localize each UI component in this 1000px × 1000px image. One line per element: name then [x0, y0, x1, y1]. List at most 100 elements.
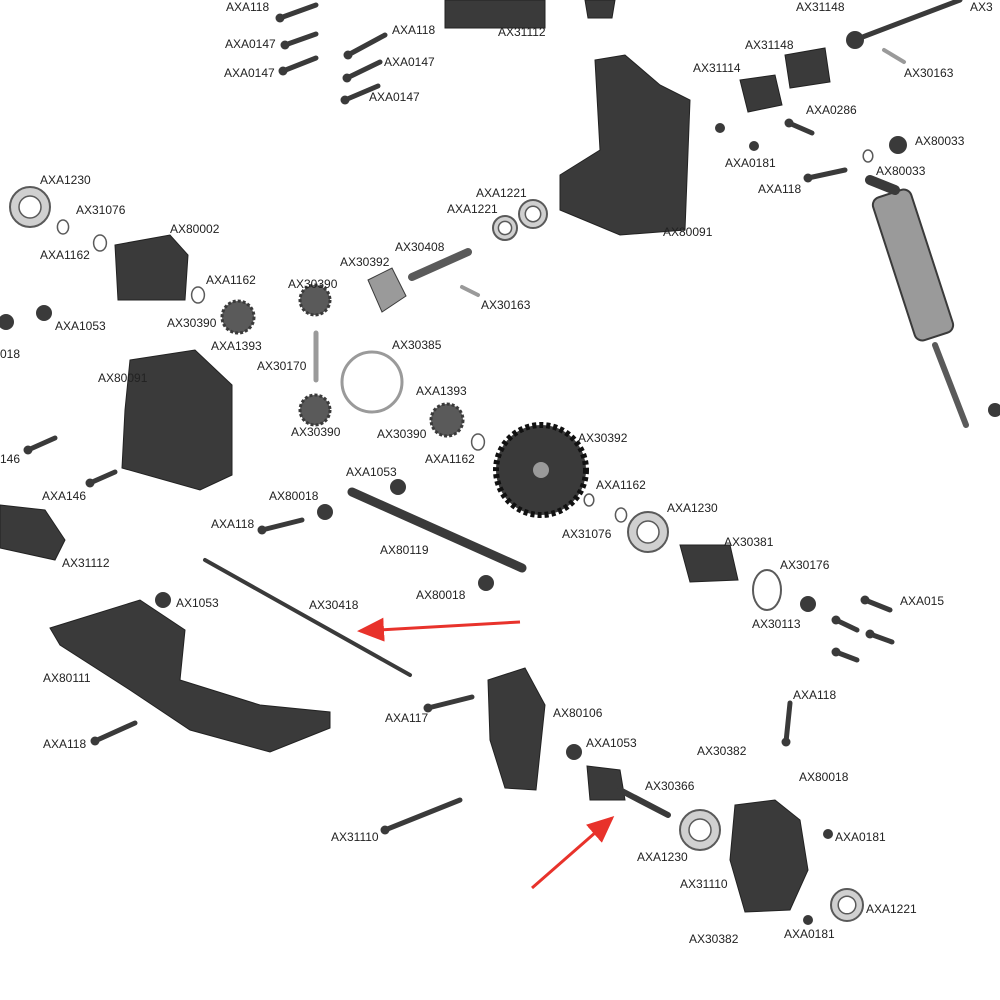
screw-head: [280, 40, 290, 50]
bevel-gear: [298, 283, 332, 317]
gearbox-housing-upper: [559, 54, 691, 236]
screw: [344, 59, 383, 81]
nut: [800, 596, 816, 612]
part-label: AX30381: [724, 535, 774, 549]
part-label: AXA1053: [346, 465, 397, 479]
pointer-arrow: [357, 617, 521, 642]
screw: [805, 167, 848, 181]
screw: [425, 694, 475, 711]
dogbone-driveshaft: [203, 558, 412, 677]
part-label: AXA1393: [416, 384, 467, 398]
part-label: AX30382: [689, 932, 739, 946]
part-label: AX30392: [578, 431, 628, 445]
pinion-gear: [367, 267, 407, 313]
part-label: AX30390: [291, 425, 341, 439]
screw-head: [23, 445, 33, 455]
part-label: AXA1053: [55, 319, 106, 333]
nut: [478, 575, 494, 591]
washer: [614, 507, 628, 523]
part-label: AX80018: [416, 588, 466, 602]
screw: [382, 797, 463, 833]
nut: [566, 744, 582, 760]
part-label: AXA1162: [596, 478, 646, 492]
part-label: AXA1221: [447, 202, 498, 216]
gasket: [340, 350, 404, 414]
part-label: AXA1162: [40, 248, 90, 262]
nut: [823, 829, 833, 839]
nut: [317, 504, 333, 520]
shock-body: [871, 188, 955, 342]
shock-shaft: [932, 342, 969, 428]
washer: [56, 219, 70, 235]
diff-cover: [114, 234, 189, 301]
bevel-gear: [220, 299, 256, 335]
washer: [470, 433, 486, 451]
part-label: AXA0147: [369, 90, 420, 104]
washer: [190, 286, 206, 304]
part-label: AX30113: [752, 617, 801, 631]
screw: [25, 435, 58, 453]
part-label: AX30408: [395, 240, 445, 254]
pin: [882, 48, 906, 64]
part-label: AX1053: [176, 596, 219, 610]
part-label: AX80033: [876, 164, 926, 178]
bearing-bore: [636, 520, 660, 544]
part-label: AX80033: [915, 134, 965, 148]
screw-head: [860, 595, 870, 605]
part-label: AX80018: [799, 770, 849, 784]
screw: [277, 2, 319, 21]
part-label: AXA0181: [835, 830, 886, 844]
part-label: AXA118: [793, 688, 837, 702]
part-label: AXA1393: [211, 339, 262, 353]
washer: [583, 493, 595, 507]
part-label: AX31110: [331, 830, 379, 844]
part-label: AX31148: [796, 0, 845, 14]
outdrive: [679, 544, 739, 583]
part-label: AX31112: [498, 25, 546, 39]
part-label: AXA015: [900, 594, 945, 608]
screw-head: [380, 825, 390, 835]
nut: [0, 314, 14, 330]
screw-head: [340, 95, 350, 105]
axle-shaft: [617, 787, 671, 818]
screw-head: [781, 737, 791, 747]
nut: [988, 403, 1000, 417]
knuckle-carrier: [487, 667, 546, 791]
part-label: AXA118: [226, 0, 270, 14]
part-label: AX3: [970, 0, 993, 14]
oring: [752, 569, 782, 611]
part-top: [584, 0, 616, 19]
part-label: AX80111: [43, 671, 91, 685]
screw: [345, 32, 388, 58]
pointer-arrow: [531, 816, 615, 890]
part-shapes: [0, 0, 1000, 925]
washer: [862, 149, 874, 163]
screw: [783, 700, 793, 745]
nut: [803, 915, 813, 925]
part-label: AX30418: [309, 598, 359, 612]
part-label: AX30170: [257, 359, 307, 373]
part-label: AX31076: [562, 527, 612, 541]
bevel-gear: [429, 402, 465, 438]
center-driveshaft: [857, 0, 963, 41]
part-label: AXA118: [758, 182, 802, 196]
part-label: AXA1162: [206, 273, 256, 287]
screw: [280, 55, 319, 74]
part-label: AX31110: [680, 877, 728, 891]
bearing-bore: [688, 818, 712, 842]
outdrive-cup: [784, 47, 831, 89]
part-label: AX30390: [167, 316, 217, 330]
part-label: AX80018: [269, 489, 319, 503]
part-label: AXA1053: [586, 736, 637, 750]
lower-suspension-arm: [49, 599, 331, 753]
nut: [36, 305, 52, 321]
suspension-arm-left: [0, 504, 66, 561]
part-label: AX30176: [780, 558, 830, 572]
bearing-bore: [497, 220, 513, 236]
shock-cap: [865, 175, 900, 195]
part-label: AXA1221: [866, 902, 917, 916]
part-label: AXA0147: [225, 37, 276, 51]
nut: [749, 141, 759, 151]
